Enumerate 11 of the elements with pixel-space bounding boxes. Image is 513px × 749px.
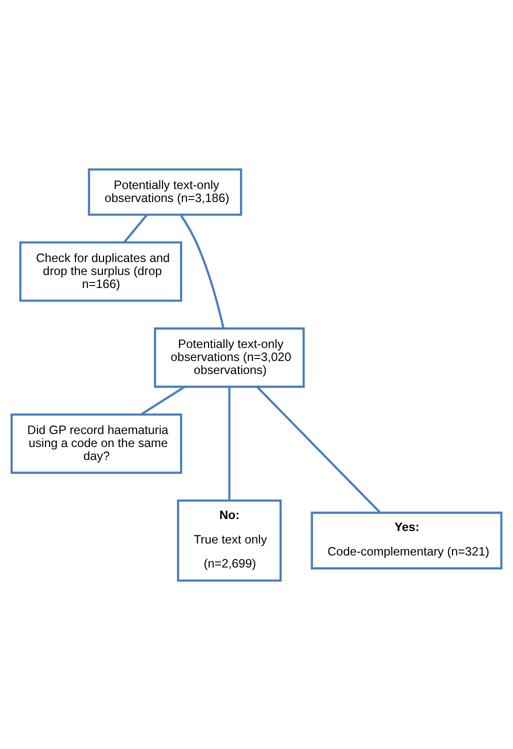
node-box: No: True text only (n=2,699) [176, 498, 282, 582]
connector [123, 214, 148, 243]
node-box: Yes: Code-complementary (n=321) [310, 511, 502, 569]
node-box: Potentially text-only observations (n=3,186) [88, 168, 242, 216]
node-box: Check for duplicates and drop the surplus (drop n=166) [19, 240, 182, 302]
connector [180, 214, 225, 328]
node-box: Did GP record haematuria using a code on the same day? [10, 412, 182, 474]
connector [140, 385, 186, 415]
node-box: Potentially text-only observations (n=3,020 observations) [154, 326, 305, 388]
connector [256, 386, 381, 513]
connector [228, 386, 230, 500]
